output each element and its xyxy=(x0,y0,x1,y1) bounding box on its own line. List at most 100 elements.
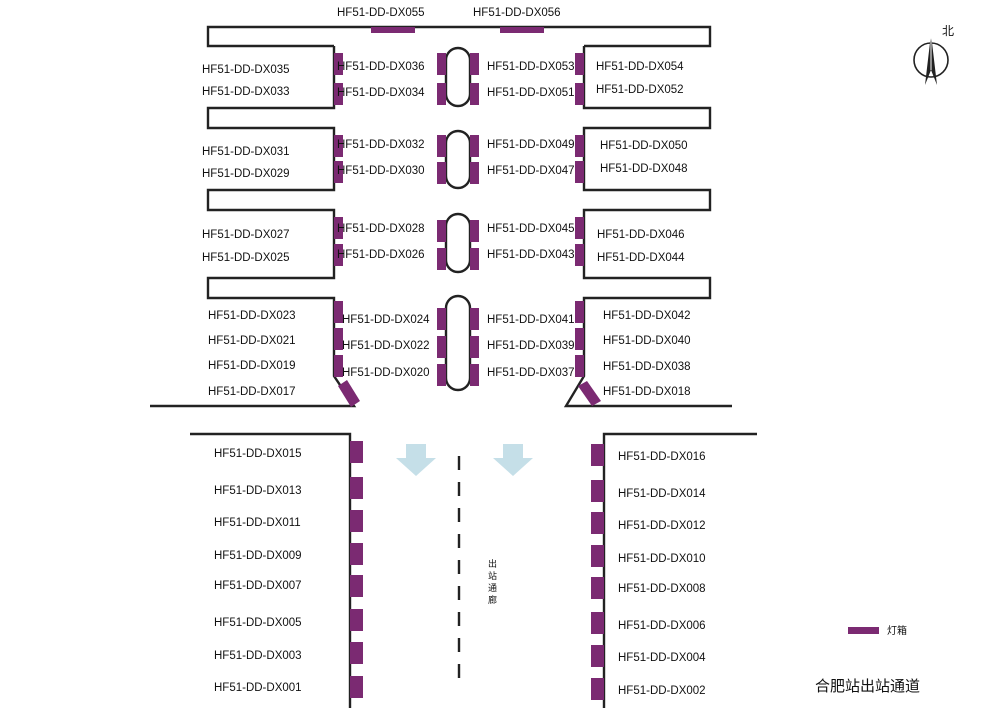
center-pillar-3 xyxy=(444,212,472,274)
label-right-outer: HF51-DD-DX046 xyxy=(597,229,685,241)
lightbox xyxy=(437,53,446,75)
label-left-outer: HF51-DD-DX017 xyxy=(208,386,296,398)
label-right-outer: HF51-DD-DX040 xyxy=(603,335,691,347)
wall-left-1 xyxy=(150,46,357,408)
lightbox xyxy=(334,301,343,323)
label-lower-right: HF51-DD-DX002 xyxy=(618,685,706,697)
label-right-outer: HF51-DD-DX048 xyxy=(600,163,688,175)
lightbox xyxy=(350,441,363,463)
legend-swatch xyxy=(848,627,879,634)
lightbox xyxy=(437,162,446,184)
lightbox xyxy=(334,217,343,239)
label-left-outer: HF51-DD-DX035 xyxy=(202,64,290,76)
lightbox xyxy=(470,162,479,184)
lightbox xyxy=(437,308,446,330)
flow-arrows xyxy=(396,444,533,476)
label-right-inner: HF51-DD-DX039 xyxy=(487,340,575,352)
lightbox xyxy=(371,27,415,33)
lightbox xyxy=(350,477,363,499)
label-lower-left: HF51-DD-DX013 xyxy=(214,485,302,497)
center-pillar-4 xyxy=(444,294,472,392)
lightbox xyxy=(470,308,479,330)
label-lower-right: HF51-DD-DX014 xyxy=(618,488,706,500)
label-left-inner: HF51-DD-DX036 xyxy=(337,61,425,73)
label-left-inner: HF51-DD-DX028 xyxy=(337,223,425,235)
label-lower-right: HF51-DD-DX016 xyxy=(618,451,706,463)
label-lower-right: HF51-DD-DX008 xyxy=(618,583,706,595)
label-left-outer: HF51-DD-DX031 xyxy=(202,146,290,158)
label-right-inner: HF51-DD-DX053 xyxy=(487,61,575,73)
lightbox xyxy=(334,355,343,377)
label-top-right: HF51-DD-DX056 xyxy=(473,7,561,19)
legend-label: 灯箱 xyxy=(887,624,907,637)
lightbox xyxy=(334,135,343,157)
label-lower-left: HF51-DD-DX003 xyxy=(214,650,302,662)
label-lower-left: HF51-DD-DX015 xyxy=(214,448,302,460)
lightbox xyxy=(470,336,479,358)
lightbox xyxy=(575,53,584,75)
label-right-inner: HF51-DD-DX047 xyxy=(487,165,575,177)
label-left-inner: HF51-DD-DX026 xyxy=(337,249,425,261)
lightbox xyxy=(500,27,544,33)
labels: HF51-DD-DX055 HF51-DD-DX056 HF51-DD-DX03… xyxy=(202,7,920,697)
page-title: 合肥站出站通道 xyxy=(815,677,920,695)
label-left-outer: HF51-DD-DX021 xyxy=(208,335,296,347)
lightbox xyxy=(350,510,363,532)
lightbox xyxy=(350,676,363,698)
lightbox xyxy=(437,220,446,242)
lightboxes xyxy=(334,27,604,700)
lightbox xyxy=(437,135,446,157)
lightbox xyxy=(591,612,604,634)
label-left-outer: HF51-DD-DX027 xyxy=(202,229,290,241)
label-lower-left: HF51-DD-DX009 xyxy=(214,550,302,562)
corridor-label-char: 通 xyxy=(488,583,497,594)
lightbox xyxy=(350,543,363,565)
north-label: 北 xyxy=(942,24,954,38)
lightbox xyxy=(334,328,343,350)
label-right-inner: HF51-DD-DX043 xyxy=(487,249,575,261)
lightbox xyxy=(575,355,584,377)
label-left-outer: HF51-DD-DX025 xyxy=(202,252,290,264)
lightbox xyxy=(591,545,604,567)
label-right-outer: HF51-DD-DX054 xyxy=(596,61,684,73)
lightbox xyxy=(575,328,584,350)
lightbox xyxy=(334,83,343,105)
label-left-inner: HF51-DD-DX020 xyxy=(342,367,430,379)
label-lower-right: HF51-DD-DX004 xyxy=(618,652,706,664)
label-lower-right: HF51-DD-DX006 xyxy=(618,620,706,632)
lightbox xyxy=(350,642,363,664)
label-right-inner: HF51-DD-DX045 xyxy=(487,223,575,235)
lightbox xyxy=(578,381,601,406)
corridor-label-char: 出 xyxy=(488,558,497,570)
label-left-outer: HF51-DD-DX029 xyxy=(202,168,290,180)
lower-walls xyxy=(190,432,757,708)
lightbox xyxy=(334,53,343,75)
label-left-inner: HF51-DD-DX032 xyxy=(337,139,425,151)
lightbox xyxy=(591,444,604,466)
lightbox xyxy=(334,244,343,266)
lightbox xyxy=(591,480,604,502)
compass-icon: 北 xyxy=(913,24,954,85)
label-right-outer: HF51-DD-DX018 xyxy=(603,386,691,398)
wall-lower-right xyxy=(602,432,757,708)
lightbox xyxy=(470,248,479,270)
lightbox xyxy=(591,512,604,534)
lightbox xyxy=(575,244,584,266)
lightbox xyxy=(575,83,584,105)
lightbox xyxy=(591,678,604,700)
flow-arrow-left xyxy=(396,444,436,476)
label-right-outer: HF51-DD-DX042 xyxy=(603,310,691,322)
label-top-left: HF51-DD-DX055 xyxy=(337,7,425,19)
label-left-outer: HF51-DD-DX023 xyxy=(208,310,296,322)
label-left-inner: HF51-DD-DX034 xyxy=(337,87,425,99)
lightbox xyxy=(437,248,446,270)
label-right-outer: HF51-DD-DX050 xyxy=(600,140,688,152)
lightbox xyxy=(575,161,584,183)
lightbox xyxy=(470,135,479,157)
label-left-outer: HF51-DD-DX019 xyxy=(208,360,296,372)
flow-arrow-right xyxy=(493,444,533,476)
label-right-inner: HF51-DD-DX037 xyxy=(487,367,575,379)
corridor-label-char: 站 xyxy=(488,570,497,582)
label-lower-left: HF51-DD-DX011 xyxy=(214,517,301,529)
